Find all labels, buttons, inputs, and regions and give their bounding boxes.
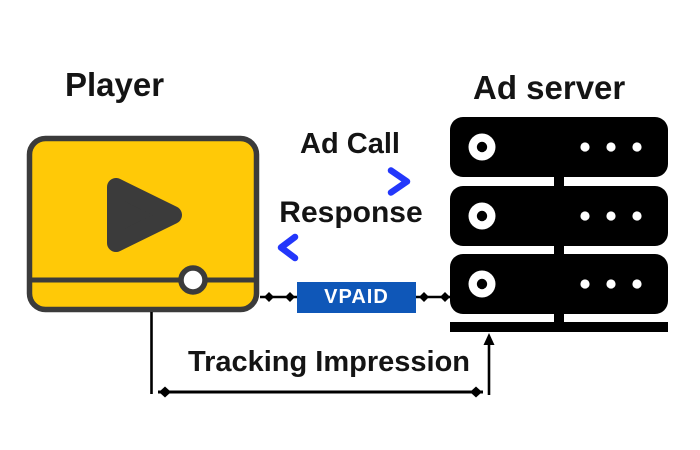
diamond-endpoint <box>159 386 171 398</box>
led-dot <box>606 211 616 221</box>
play-triangle-icon <box>107 178 182 252</box>
diamond-endpoint <box>470 386 482 398</box>
response-label: Response <box>279 196 423 229</box>
diamond-endpoint <box>440 292 450 302</box>
vpaid-connector-right <box>416 292 451 302</box>
led-dot <box>580 279 590 289</box>
ad-call-label: Ad Call <box>300 128 400 160</box>
led-dot <box>632 279 642 289</box>
ad-server-title: Ad server <box>473 69 626 106</box>
led-dot <box>606 279 616 289</box>
player-title: Player <box>65 66 165 103</box>
server-base-bar <box>450 322 668 332</box>
arrowhead-up <box>483 333 495 345</box>
arrowhead-right <box>387 167 411 196</box>
server-unit-2 <box>450 186 668 246</box>
led-dot <box>632 211 642 221</box>
led-dot <box>606 142 616 152</box>
response-arrow-icon <box>277 233 426 262</box>
server-unit-3 <box>450 254 668 314</box>
diamond-endpoint <box>285 292 295 302</box>
ad-call-arrow-icon <box>287 167 411 196</box>
player-scrubber-knob <box>178 265 208 295</box>
video-player-icon <box>26 135 260 313</box>
vpaid-box: VPAID <box>297 282 416 313</box>
led-dot <box>580 142 590 152</box>
server-unit-1 <box>450 117 668 177</box>
diamond-endpoint <box>264 292 274 302</box>
arrowhead-left <box>277 233 299 262</box>
tracking-impression-label: Tracking Impression <box>187 346 471 378</box>
vpaid-label: VPAID <box>324 286 389 308</box>
tracking-measure-line <box>158 386 483 398</box>
server-base-arrow <box>483 333 495 395</box>
led-dot <box>632 142 642 152</box>
diamond-endpoint <box>419 292 429 302</box>
vpaid-connector-left <box>260 292 297 302</box>
led-dot <box>580 211 590 221</box>
server-stack-icon <box>450 117 668 332</box>
